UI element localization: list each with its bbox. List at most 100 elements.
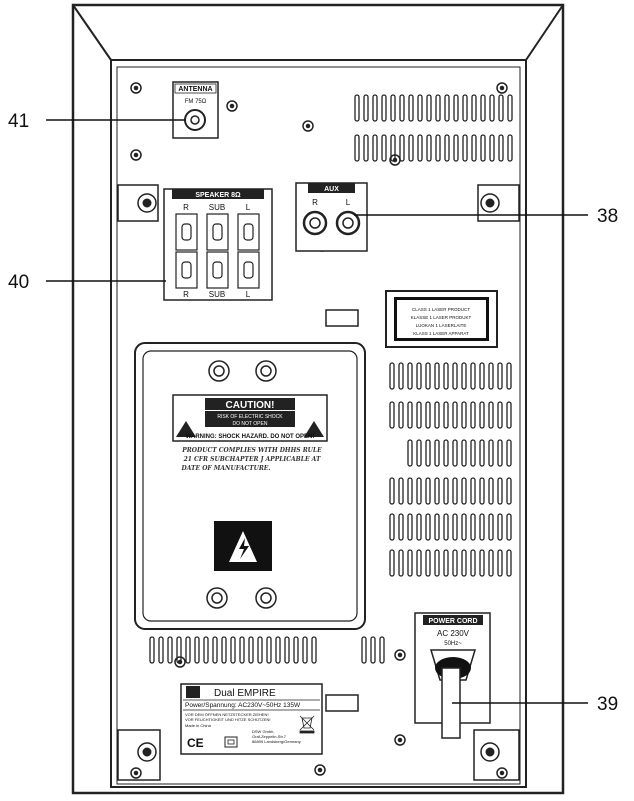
vent-slot [398, 549, 404, 577]
vent-slot [471, 134, 477, 162]
vent-slot [452, 477, 458, 505]
vent-slot [425, 362, 431, 390]
compliance-line-2: 21 CFR SUBCHAPTER J APPLICABLE AT [183, 456, 321, 463]
rating-company-2: Graf-Zeppelin-Str.7 [252, 734, 287, 739]
power-title: POWER CORD [429, 618, 478, 625]
vent-slot [390, 94, 396, 122]
vent-slot [407, 549, 413, 577]
rating-brand: Dual EMPIRE [214, 688, 276, 699]
vent-slot [452, 513, 458, 541]
vent-slot [408, 94, 414, 122]
vent-slot [470, 401, 476, 429]
slot-tab-lower [325, 694, 359, 712]
vent-slot [488, 477, 494, 505]
caution-warning: WARNING: SHOCK HAZARD. DO NOT OPEN! [186, 434, 315, 440]
vent-slot [470, 362, 476, 390]
vent-slot [398, 362, 404, 390]
vent-slot [497, 549, 503, 577]
vent-slot [372, 94, 378, 122]
vent-slot [470, 513, 476, 541]
aux-label-l: L [346, 198, 351, 207]
vent-slot [506, 439, 512, 467]
vent-slot [407, 439, 413, 467]
speaker-label-sub-bottom: SUB [209, 290, 225, 299]
vent-slot [497, 439, 503, 467]
vent-slot [452, 401, 458, 429]
callout-40: 40 [8, 272, 29, 293]
power-line-2: 50Hz~ [444, 641, 462, 647]
vent-slot [444, 94, 450, 122]
vent-slot [434, 549, 440, 577]
vent-slot [416, 513, 422, 541]
laser-line-1: CLASS 1 LASER PRODUCT [412, 307, 470, 312]
access-cover-panel [134, 342, 366, 630]
power-line-1: AC 230V [437, 629, 470, 638]
vent-slot [497, 401, 503, 429]
aux-label-r: R [312, 198, 318, 207]
vent-slot [399, 94, 405, 122]
vent-slot [471, 94, 477, 122]
vent-slot [453, 134, 459, 162]
antenna-title: ANTENNA [178, 86, 212, 93]
compliance-text: PRODUCT COMPLIES WITH DHHS RULE 21 CFR S… [181, 447, 323, 472]
vent-slot [381, 94, 387, 122]
vent-slot [167, 636, 173, 664]
vent-slot [158, 636, 164, 664]
mount-bracket-bottom-left [117, 729, 161, 781]
speaker-title: SPEAKER 8Ω [195, 192, 241, 199]
vent-slot [435, 134, 441, 162]
antenna-terminal[interactable]: ANTENNA FM 75Ω [172, 81, 219, 139]
vent-slot [498, 94, 504, 122]
rating-ce-mark: CE [187, 736, 204, 750]
vent-slot [479, 513, 485, 541]
rating-warning-2: VOR FEUCHTIGKEIT UND HITZE SCHÜTZEN! [185, 717, 270, 722]
vent-slot [407, 513, 413, 541]
vent-slot [372, 134, 378, 162]
speaker-label-r-top: R [183, 203, 189, 212]
vent-slot [379, 636, 385, 664]
laser-line-2: KLASSE 1 LASER PRODUKT [411, 315, 472, 320]
vent-slot [453, 94, 459, 122]
vent-slot [470, 549, 476, 577]
vent-slot [425, 549, 431, 577]
ventilation-slots [149, 94, 513, 664]
vent-slot [416, 549, 422, 577]
cabinet-frame [71, 3, 565, 795]
speaker-clip-opening [181, 223, 192, 241]
mount-bracket-left [117, 184, 159, 222]
vent-slot [389, 549, 395, 577]
speaker-label-l-bottom: L [246, 290, 251, 299]
vent-slot [461, 477, 467, 505]
compliance-line-3: DATE OF MANUFACTURE. [181, 465, 271, 472]
vent-slot [389, 362, 395, 390]
vent-slot [462, 134, 468, 162]
vent-slot [479, 477, 485, 505]
slot-tab-upper [325, 309, 359, 327]
caution-title: CAUTION! [226, 400, 275, 411]
vent-slot [293, 636, 299, 664]
laser-line-3: LUOKAN 1 LASERLAITE [416, 323, 467, 328]
vent-slot [407, 477, 413, 505]
vent-slot [257, 636, 263, 664]
vent-slot [390, 134, 396, 162]
vent-slot [381, 134, 387, 162]
vent-slot [185, 636, 191, 664]
speaker-clip-opening [243, 223, 254, 241]
vent-slot [434, 401, 440, 429]
vent-slot [497, 362, 503, 390]
vent-slot [434, 513, 440, 541]
vent-slot [443, 549, 449, 577]
speaker-terminals[interactable]: SPEAKER 8Ω R SUB L R SUB L [163, 188, 273, 301]
aux-input[interactable]: AUX R L [295, 182, 368, 252]
vent-slot [176, 636, 182, 664]
vent-slot [488, 362, 494, 390]
vent-slot [399, 134, 405, 162]
laser-line-4: KLASS 1 LASER APPARAT [413, 331, 469, 336]
vent-slot [311, 636, 317, 664]
vent-slot [302, 636, 308, 664]
vent-slot [444, 134, 450, 162]
speaker-label-sub-top: SUB [209, 203, 225, 212]
vent-slot [426, 94, 432, 122]
callout-39: 39 [597, 694, 618, 715]
vent-slot [489, 134, 495, 162]
